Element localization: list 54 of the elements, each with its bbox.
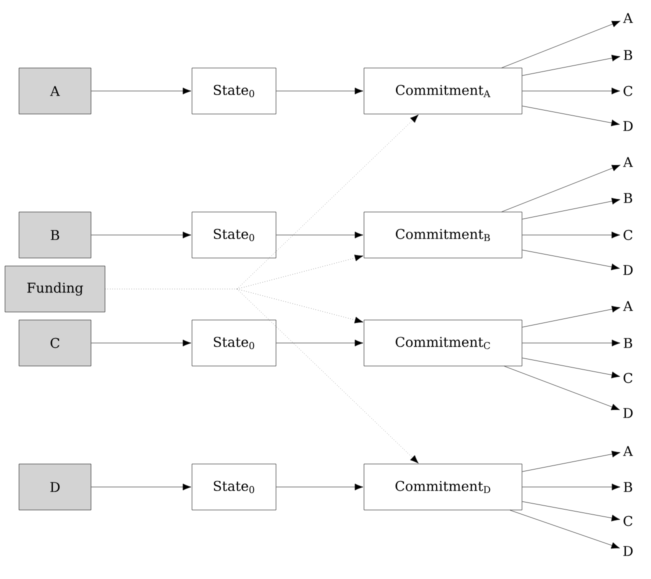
output-label: B: [624, 338, 632, 348]
dotted-arrow: [105, 114, 419, 464]
arrow: [502, 20, 620, 68]
state-box: State$_{0}$: [192, 320, 276, 366]
output-label: D: [623, 265, 633, 275]
arrow: [522, 106, 620, 126]
output-label: C: [624, 516, 632, 526]
commitment-box: Commitment$_{B}$: [364, 212, 522, 258]
output-label: A: [623, 13, 633, 23]
output-label: A: [623, 446, 633, 456]
output-label: D: [623, 408, 633, 418]
arrow: [522, 250, 620, 270]
arrow: [276, 88, 364, 94]
arrow: [522, 340, 620, 346]
state-box: State$_{0}$: [192, 464, 276, 510]
arrow: [276, 232, 364, 238]
arrow: [522, 484, 620, 490]
arrow: [504, 366, 620, 410]
arrow: [522, 54, 620, 76]
output-label: C: [624, 230, 632, 240]
arrow: [522, 88, 620, 94]
arrow: [522, 306, 620, 328]
arrow: [276, 484, 364, 490]
output-label: A: [623, 157, 633, 167]
arrow: [91, 484, 192, 490]
arrow: [91, 232, 192, 238]
arrow: [502, 164, 620, 212]
state-box: State$_{0}$: [192, 68, 276, 114]
arrow: [522, 501, 620, 522]
input-box: C: [18, 320, 92, 366]
arrow: [522, 232, 620, 238]
output-label: D: [623, 121, 633, 131]
input-box: B: [18, 212, 92, 258]
output-label: C: [624, 372, 632, 384]
arrow: [522, 198, 620, 220]
state-box: State$_{0}$: [192, 212, 276, 258]
input-box: D: [18, 464, 92, 510]
arrow: [276, 340, 364, 346]
arrow: [522, 450, 620, 472]
arrow: [91, 88, 192, 94]
arrow: [522, 358, 620, 378]
input-box: A: [18, 68, 92, 114]
commitment-box: Commitment$_{A}$: [364, 68, 522, 114]
commitment-box: Commitment$_{D}$: [364, 464, 522, 510]
arrow: [91, 340, 192, 346]
commitment-box: Commitment$_{C}$: [364, 320, 522, 366]
output-label: A: [623, 301, 633, 311]
output-label: D: [623, 546, 633, 556]
output-label: C: [624, 86, 632, 96]
arrow: [510, 510, 620, 549]
output-label: B: [624, 482, 632, 492]
output-label: B: [624, 50, 632, 60]
output-label: B: [624, 193, 632, 203]
source-box: Funding: [4, 266, 106, 312]
